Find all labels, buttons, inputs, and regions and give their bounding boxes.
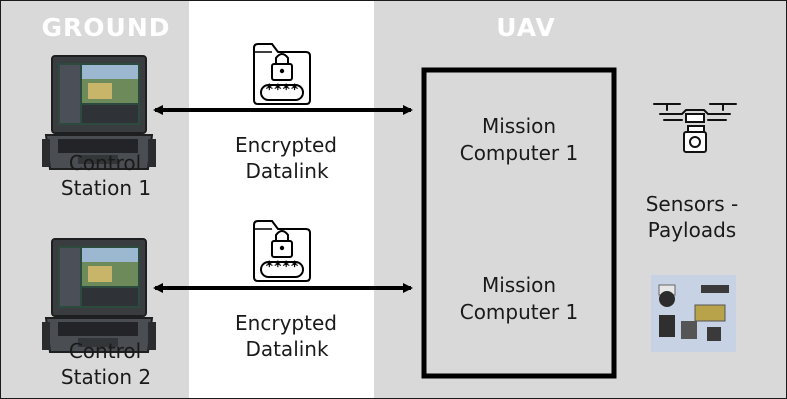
uav-header: UAV [496,13,556,42]
mission-computer-box [421,67,617,379]
drone-icon [653,103,737,153]
station-1-label-line2: Station 1 [61,176,151,200]
datalink-1-label-line1: Encrypted [235,133,337,157]
sensors-label-line2: Payloads [648,218,736,242]
sensors-label-line1: Sensors - [646,192,739,216]
lock-code-2: **** [265,259,299,275]
ground-header: GROUND [42,13,171,42]
laptop-ground-station-icon [41,238,157,353]
station-1-label-line1: Control [69,151,141,175]
computer-1-label-line1: Mission [482,114,556,138]
computer-2-label-line1: Mission [482,273,556,297]
station-2-label-line1: Control [69,339,141,363]
datalink-2-label-line1: Encrypted [235,311,337,335]
datalink-2-label-line2: Datalink [245,337,329,361]
computer-1-label-line2: Computer 1 [460,141,579,165]
datalink-1-label-line2: Datalink [245,159,329,183]
sensor-payload-photo [651,275,736,352]
station-2-label-line2: Station 2 [61,365,151,389]
lock-code-1: **** [265,82,299,98]
computer-2-label-line2: Computer 1 [460,300,579,324]
